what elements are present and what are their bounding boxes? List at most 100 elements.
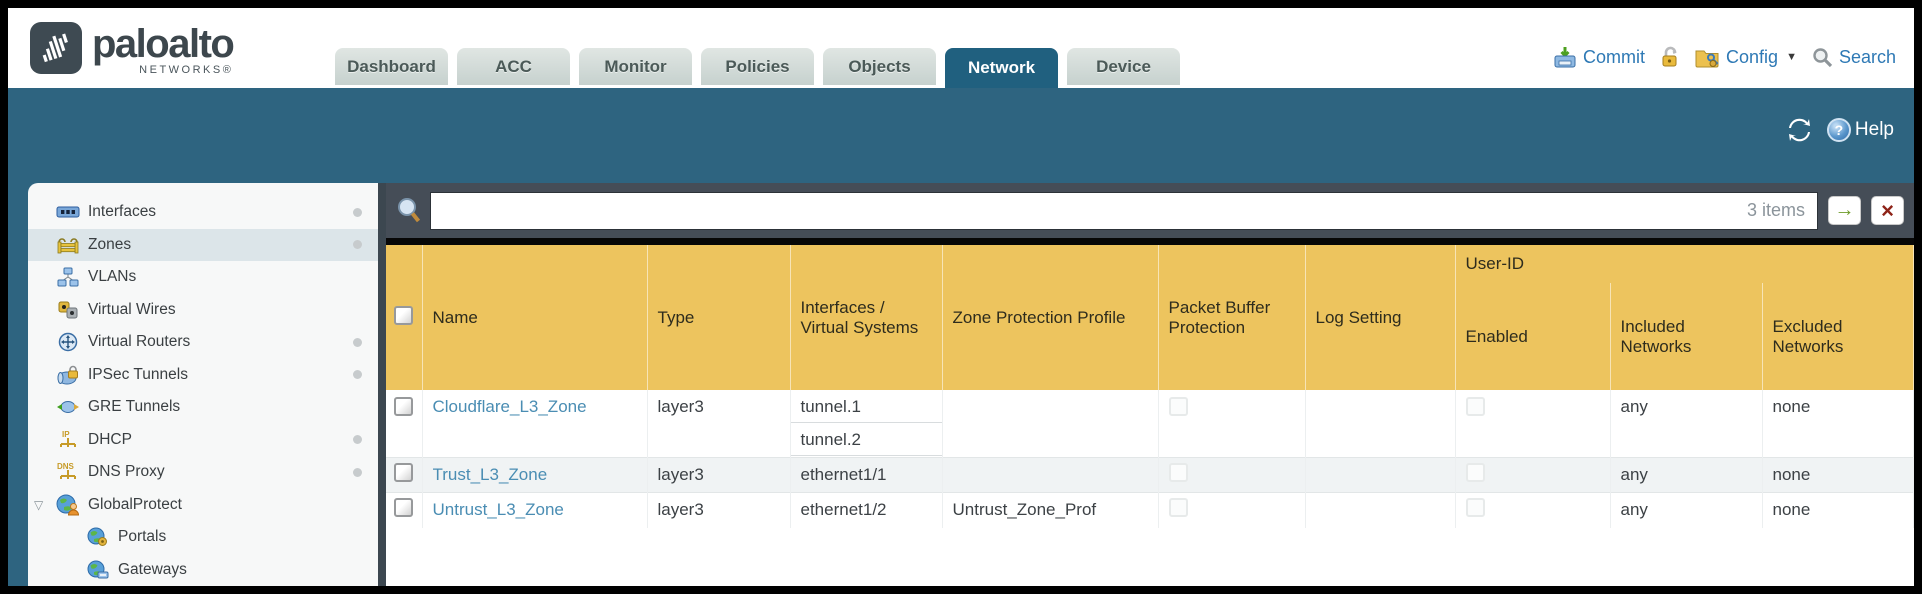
sidebar-item-label: Gateways: [118, 560, 187, 578]
help-label: Help: [1854, 119, 1894, 140]
tab-objects[interactable]: Objects: [823, 48, 936, 85]
tab-acc[interactable]: ACC: [457, 48, 570, 85]
interfaces-icon: [55, 201, 81, 223]
signal-bars-icon: [42, 33, 68, 63]
status-dot: [353, 337, 362, 347]
zone-type: layer3: [657, 499, 704, 519]
config-label: Config: [1726, 46, 1779, 67]
globalprotect-icon: [55, 494, 81, 516]
column-header-enabled[interactable]: Enabled: [1455, 283, 1611, 390]
tab-network[interactable]: Network: [945, 48, 1058, 88]
tab-device[interactable]: Device: [1067, 48, 1180, 85]
vlans-icon: [55, 266, 81, 288]
sidebar-item-zones[interactable]: Zones: [28, 228, 378, 261]
zones-icon: [55, 234, 81, 256]
main-nav-tabs: Dashboard ACC Monitor Policies Objects N…: [335, 48, 1180, 88]
commit-button[interactable]: Commit: [1553, 46, 1645, 68]
config-menu-button[interactable]: Config ▼: [1695, 47, 1797, 68]
select-all-checkbox[interactable]: [394, 305, 413, 325]
sidebar-item-dns-proxy[interactable]: DNS DNS Proxy: [28, 456, 378, 489]
sidebar-item-label: VLANs: [88, 268, 137, 286]
sidebar-divider: [378, 183, 386, 586]
config-folder-icon: [1695, 50, 1719, 67]
sidebar-item-label: DHCP: [88, 430, 132, 448]
table-row: Untrust_L3_Zone layer3 ethernet1/2 Untru…: [386, 491, 1914, 528]
zone-interface: tunnel.1: [790, 390, 942, 423]
app-window: paloalto NETWORKS® Dashboard ACC Monitor…: [8, 8, 1914, 586]
unlock-icon[interactable]: [1660, 46, 1680, 68]
sidebar-item-gre-tunnels[interactable]: GRE Tunnels: [28, 391, 378, 424]
column-header-zone-protection[interactable]: Zone Protection Profile: [942, 245, 1159, 390]
tab-monitor[interactable]: Monitor: [579, 48, 692, 85]
status-dot: [353, 435, 362, 445]
sidebar-item-globalprotect[interactable]: ▽ GlobalProtect: [28, 489, 378, 522]
help-button[interactable]: ? Help: [1826, 118, 1894, 142]
sidebar-item-interfaces[interactable]: Interfaces: [28, 196, 378, 229]
sidebar-item-vlans[interactable]: VLANs: [28, 261, 378, 294]
commit-save-icon: [1554, 47, 1576, 68]
sidebar-item-portals[interactable]: Portals: [28, 521, 378, 554]
dns-proxy-icon: DNS: [55, 461, 81, 483]
items-count: 3 items: [1746, 200, 1805, 220]
filter-input-wrap: 3 items: [430, 191, 1818, 230]
table-empty-area: [386, 528, 1914, 586]
row-checkbox[interactable]: [394, 462, 413, 482]
zone-interface: tunnel.2: [790, 423, 942, 456]
close-icon: ×: [1881, 197, 1894, 223]
row-checkbox[interactable]: [394, 397, 413, 416]
column-header-packet-buffer[interactable]: Packet Buffer Protection: [1158, 245, 1306, 390]
ipsec-tunnels-icon: [55, 364, 81, 386]
brand-sub-wordmark: NETWORKS®: [139, 64, 234, 76]
sidebar-item-label: Interfaces: [88, 203, 157, 221]
search-icon: [1813, 47, 1833, 67]
sub-header-band: ? Help: [8, 88, 1914, 183]
tab-dashboard[interactable]: Dashboard: [335, 48, 448, 85]
sidebar-item-dhcp[interactable]: IP DHCP: [28, 424, 378, 457]
sidebar-item-virtual-wires[interactable]: Virtual Wires: [28, 294, 378, 327]
tab-policies[interactable]: Policies: [701, 48, 814, 85]
zone-type: layer3: [657, 464, 704, 484]
excluded-networks: none: [1772, 499, 1811, 519]
column-group-user-id: User-ID: [1454, 245, 1914, 283]
sidebar-item-label: GRE Tunnels: [88, 398, 181, 416]
sidebar-item-label: IPSec Tunnels: [88, 365, 188, 383]
search-label: Search: [1838, 46, 1896, 67]
column-header-interfaces[interactable]: Interfaces / Virtual Systems: [790, 245, 943, 390]
column-header-type[interactable]: Type: [647, 245, 791, 390]
zone-name-link[interactable]: Trust_L3_Zone: [432, 464, 548, 484]
table-row: Trust_L3_Zone layer3 ethernet1/1 any non…: [386, 456, 1914, 492]
row-checkbox[interactable]: [394, 497, 413, 517]
zone-name-link[interactable]: Untrust_L3_Zone: [432, 499, 564, 519]
sidebar-item-virtual-routers[interactable]: Virtual Routers: [28, 326, 378, 359]
sidebar-item-label: Portals: [118, 528, 167, 546]
packet-buffer-checkbox[interactable]: [1168, 397, 1188, 416]
packet-buffer-checkbox[interactable]: [1168, 462, 1188, 482]
user-id-enabled-checkbox[interactable]: [1465, 497, 1485, 517]
help-icon: ?: [1826, 118, 1851, 142]
expand-collapse-icon[interactable]: ▽: [34, 497, 44, 512]
user-id-enabled-checkbox[interactable]: [1465, 397, 1485, 416]
column-header-name[interactable]: Name: [422, 245, 648, 390]
excluded-networks: none: [1772, 464, 1811, 484]
select-all-header: [386, 245, 423, 390]
packet-buffer-checkbox[interactable]: [1168, 497, 1188, 517]
virtual-wires-icon: [55, 299, 81, 321]
network-sidebar: Interfaces Zones VLANs Vir: [28, 183, 378, 586]
apply-filter-button[interactable]: →: [1828, 196, 1861, 225]
svg-text:IP: IP: [62, 430, 70, 439]
gateways-icon: [85, 559, 111, 581]
sidebar-item-gateways[interactable]: Gateways: [28, 554, 378, 587]
user-id-enabled-checkbox[interactable]: [1465, 462, 1485, 482]
clear-filter-button[interactable]: ×: [1871, 196, 1904, 225]
column-header-log-setting[interactable]: Log Setting: [1305, 245, 1456, 390]
chevron-down-icon: ▼: [1786, 51, 1797, 63]
virtual-routers-icon: [55, 331, 81, 353]
zone-name-link[interactable]: Cloudflare_L3_Zone: [432, 397, 587, 416]
sidebar-item-ipsec-tunnels[interactable]: IPSec Tunnels: [28, 359, 378, 392]
column-header-excluded-networks[interactable]: Excluded Networks: [1762, 283, 1914, 390]
filter-input[interactable]: [431, 192, 1747, 229]
zones-table: Name Type Interfaces / Virtual Systems Z…: [386, 245, 1914, 528]
refresh-icon[interactable]: [1786, 118, 1813, 142]
global-search-button[interactable]: Search: [1812, 47, 1896, 68]
column-header-included-networks[interactable]: Included Networks: [1610, 283, 1763, 390]
